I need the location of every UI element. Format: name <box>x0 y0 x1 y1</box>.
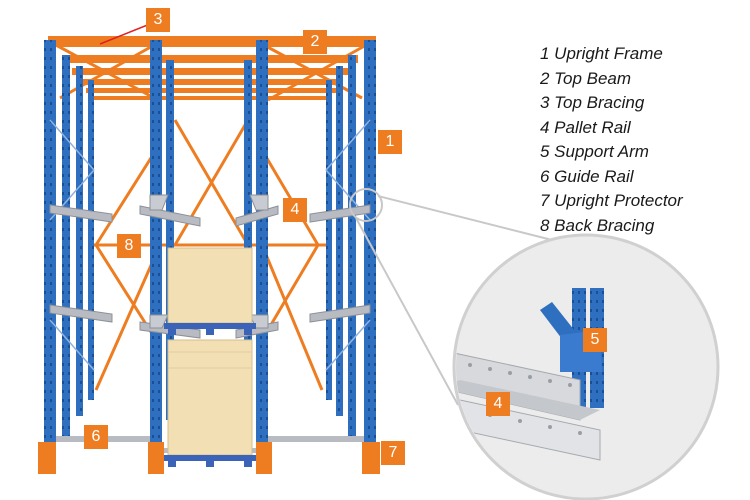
magnifier-connector <box>349 188 553 406</box>
callout-back-bracing: 8 <box>117 234 141 258</box>
callout-top-beam: 2 <box>303 30 327 54</box>
uprights <box>44 40 376 460</box>
pallet-load-upper <box>164 247 256 335</box>
legend-item-upright-protector: 7 Upright Protector <box>540 191 683 210</box>
callout-guide-rail: 6 <box>84 425 108 449</box>
detail-view <box>452 233 720 500</box>
callout-upright-frame: 1 <box>378 130 402 154</box>
upright-protectors <box>38 442 380 474</box>
legend-item-guide-rail: 6 Guide Rail <box>540 166 634 186</box>
legend-item-top-beam: 2 Top Beam <box>540 68 632 88</box>
legend-item-support-arm: 5 Support Arm <box>540 142 649 161</box>
callout-support-arm: 5 <box>583 328 607 352</box>
callout-detail-pallet-rail: 4 <box>486 392 510 416</box>
callout-top-bracing: 3 <box>146 8 170 32</box>
component-legend: 1 Upright Frame 2 Top Beam 3 Top Bracing… <box>540 42 683 238</box>
legend-item-back-bracing: 8 Back Bracing <box>540 215 655 235</box>
legend-item-upright-frame: 1 Upright Frame <box>540 44 663 63</box>
pallet-load-lower <box>164 339 256 467</box>
legend-item-top-bracing: 3 Top Bracing <box>540 93 645 112</box>
legend-item-pallet-rail: 4 Pallet Rail <box>540 117 631 137</box>
callout-upright-protector: 7 <box>381 441 405 465</box>
top-beams <box>48 36 376 100</box>
callout-leaders <box>99 23 151 45</box>
callout-pallet-rail: 4 <box>283 198 307 222</box>
